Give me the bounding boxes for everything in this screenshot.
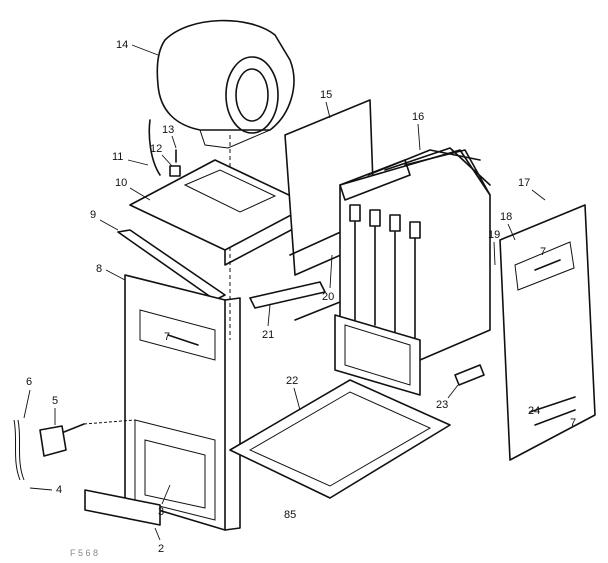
label-19: 19 — [488, 229, 500, 241]
front-top-rail — [117, 229, 226, 301]
control-fittings — [148, 119, 181, 177]
label-2: 2 — [158, 543, 164, 555]
label-9: 9 — [90, 209, 96, 221]
footer-code: 85 — [284, 509, 296, 521]
label-17: 17 — [518, 177, 530, 189]
label-20: 20 — [322, 291, 334, 303]
label-22: 22 — [286, 375, 298, 387]
label-21: 21 — [262, 329, 274, 341]
label-12: 12 — [150, 143, 162, 155]
switch-assembly — [13, 419, 136, 481]
base-pan — [229, 379, 451, 499]
label-13: 13 — [162, 124, 174, 136]
label-7-front: 7 — [164, 331, 170, 343]
label-7-side-top: 7 — [540, 246, 546, 258]
blower-assembly — [156, 19, 295, 340]
label-15: 15 — [320, 89, 332, 101]
label-6: 6 — [26, 376, 32, 388]
label-14: 14 — [116, 39, 128, 51]
label-10: 10 — [115, 177, 127, 189]
label-11: 11 — [112, 151, 123, 163]
label-8: 8 — [96, 263, 102, 275]
front-cabinet-panel — [124, 274, 241, 531]
label-16: 16 — [412, 111, 424, 123]
label-18: 18 — [500, 211, 512, 223]
burner-bracket — [454, 364, 485, 386]
label-24: 24 — [528, 405, 540, 417]
heat-exchanger — [334, 147, 491, 396]
bottom-trim — [84, 489, 161, 526]
label-23: 23 — [436, 399, 448, 411]
label-4: 4 — [56, 484, 62, 496]
label-5: 5 — [52, 395, 58, 407]
right-side-panel — [499, 204, 596, 461]
label-3: 3 — [158, 506, 164, 518]
label-7-side: 7 — [570, 417, 576, 429]
part-labels: 2 3 4 5 6 7 7 7 8 9 10 11 12 13 14 15 16… — [23, 39, 576, 558]
corner-mark: F 5 6 8 — [70, 548, 98, 558]
